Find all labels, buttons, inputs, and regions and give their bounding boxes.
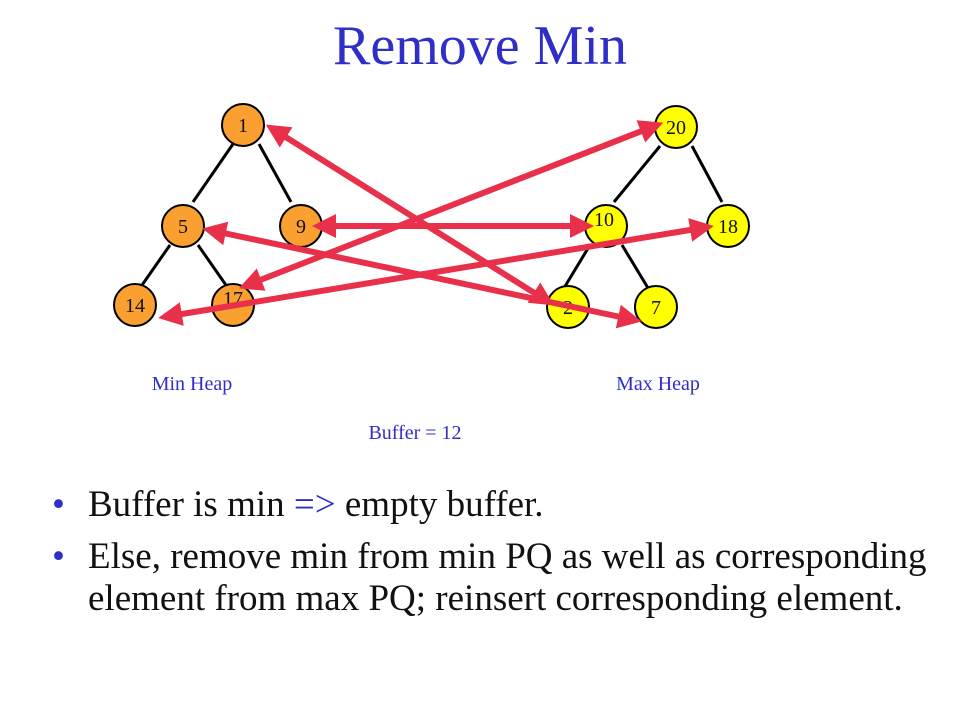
edge-1-5 [191,143,235,203]
edge-20-10 [612,145,662,203]
max-node-label: 10 [594,209,614,231]
bullet-dot-icon: • [52,536,65,577]
max-heap: 20 10 18 2 7 [546,105,750,329]
edge-20-18 [690,145,724,203]
min-node-label: 14 [125,295,145,317]
min-node-label: 1 [238,115,248,137]
max-node-label: 18 [718,216,738,238]
link-14-18 [158,218,714,326]
bullet-item: • Else, remove min from min PQ as well a… [52,536,932,620]
bullet-text: Else, remove min from min PQ as well as … [88,536,927,619]
bullet-text-before: Buffer is min [88,484,294,525]
buffer-label: Buffer = 12 [368,422,461,444]
bullet-dot-icon: • [52,484,65,525]
edge-5-14 [138,244,172,289]
min-node-label: 5 [178,216,188,238]
bullet-text-after: empty buffer. [335,484,544,525]
min-node-label: 9 [296,216,306,238]
min-node-14 [113,283,157,327]
dual-heap-diagram: 1 5 9 14 17 20 10 18 2 7 Min Heap Max He… [113,103,750,444]
edge-1-9 [257,143,293,203]
edge-5-17 [196,244,230,289]
bullet-list: • Buffer is min => empty buffer. • Else,… [52,484,932,630]
max-heap-label: Max Heap [616,373,700,395]
bullet-item: • Buffer is min => empty buffer. [52,484,932,526]
edge-10-7 [620,244,650,289]
correspondence-links [158,120,714,329]
slide-title: Remove Min [333,15,627,77]
implies-arrow: => [293,484,336,525]
max-node-label: 7 [651,297,661,319]
max-node-label: 20 [666,117,686,139]
min-heap-label: Min Heap [152,373,233,395]
min-heap-edges [138,143,293,289]
